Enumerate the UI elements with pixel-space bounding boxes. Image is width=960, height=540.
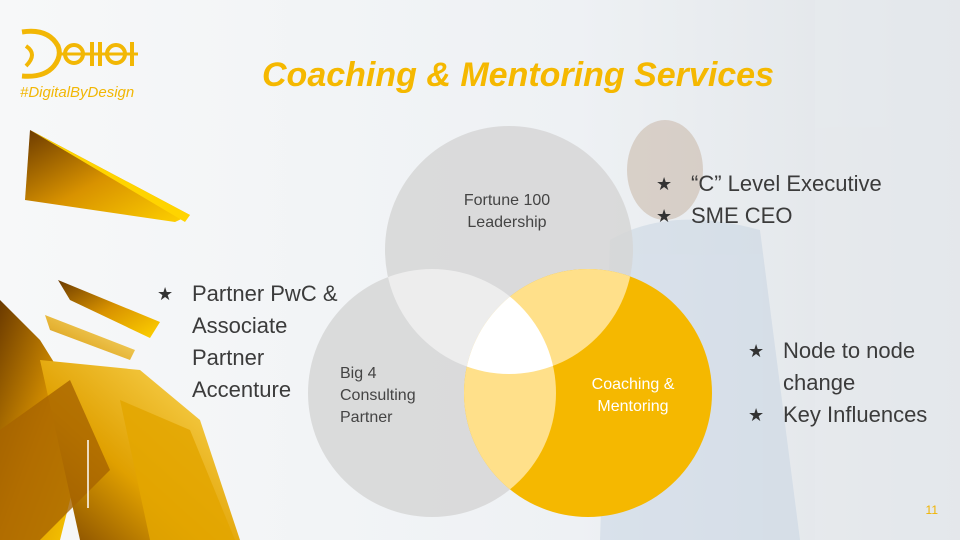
star-icon: ★ [157,284,174,304]
venn-label-big4-line2: Consulting [340,387,416,404]
slide-title: Coaching & Mentoring Services [262,56,774,94]
bullet-item: ★ SME CEO [656,200,936,232]
venn-overlap-center [464,269,556,374]
bullet-text: “C” Level Executive [691,171,882,196]
star-icon: ★ [656,174,673,194]
venn-label-big4-line3: Partner [340,409,393,426]
bullet-list-right: ★ Node to node change ★ Key Influences [748,335,948,431]
venn-label-coaching-line2: Mentoring [597,398,669,415]
bullet-list-left: ★ Partner PwC & Associate Partner Accentu… [157,278,347,406]
bullet-text: Partner PwC & Associate Partner Accentur… [192,281,338,402]
hashtag-text: #DigitalByDesign [20,84,135,101]
venn-label-coaching: Coaching & Mentoring [578,374,688,418]
star-icon: ★ [656,206,673,226]
bullet-item: ★ Partner PwC & Associate Partner Accentu… [157,278,347,406]
page-number: 11 [925,503,938,517]
bullet-list-top: ★ “C” Level Executive ★ SME CEO [656,168,936,232]
bullet-text: Node to node change [783,338,916,395]
venn-label-fortune-line2: Leadership [467,214,547,231]
bullet-text: Key Influences [783,402,928,427]
venn-label-fortune-line1: Fortune 100 [463,192,551,209]
bullet-item: ★ Key Influences [748,399,948,431]
company-logo [21,28,138,79]
bullet-item: ★ “C” Level Executive [656,168,936,200]
star-icon: ★ [748,405,765,425]
bullet-item: ★ Node to node change [748,335,948,399]
venn-label-big4-line1: Big 4 [340,365,377,382]
gold-shards [0,130,240,540]
venn-label-big4: Big 4 Consulting Partner [340,363,450,429]
bullet-text: SME CEO [691,203,793,228]
venn-label-fortune: Fortune 100 Leadership [437,190,577,234]
star-icon: ★ [748,341,765,361]
venn-label-coaching-line1: Coaching & [591,376,675,393]
